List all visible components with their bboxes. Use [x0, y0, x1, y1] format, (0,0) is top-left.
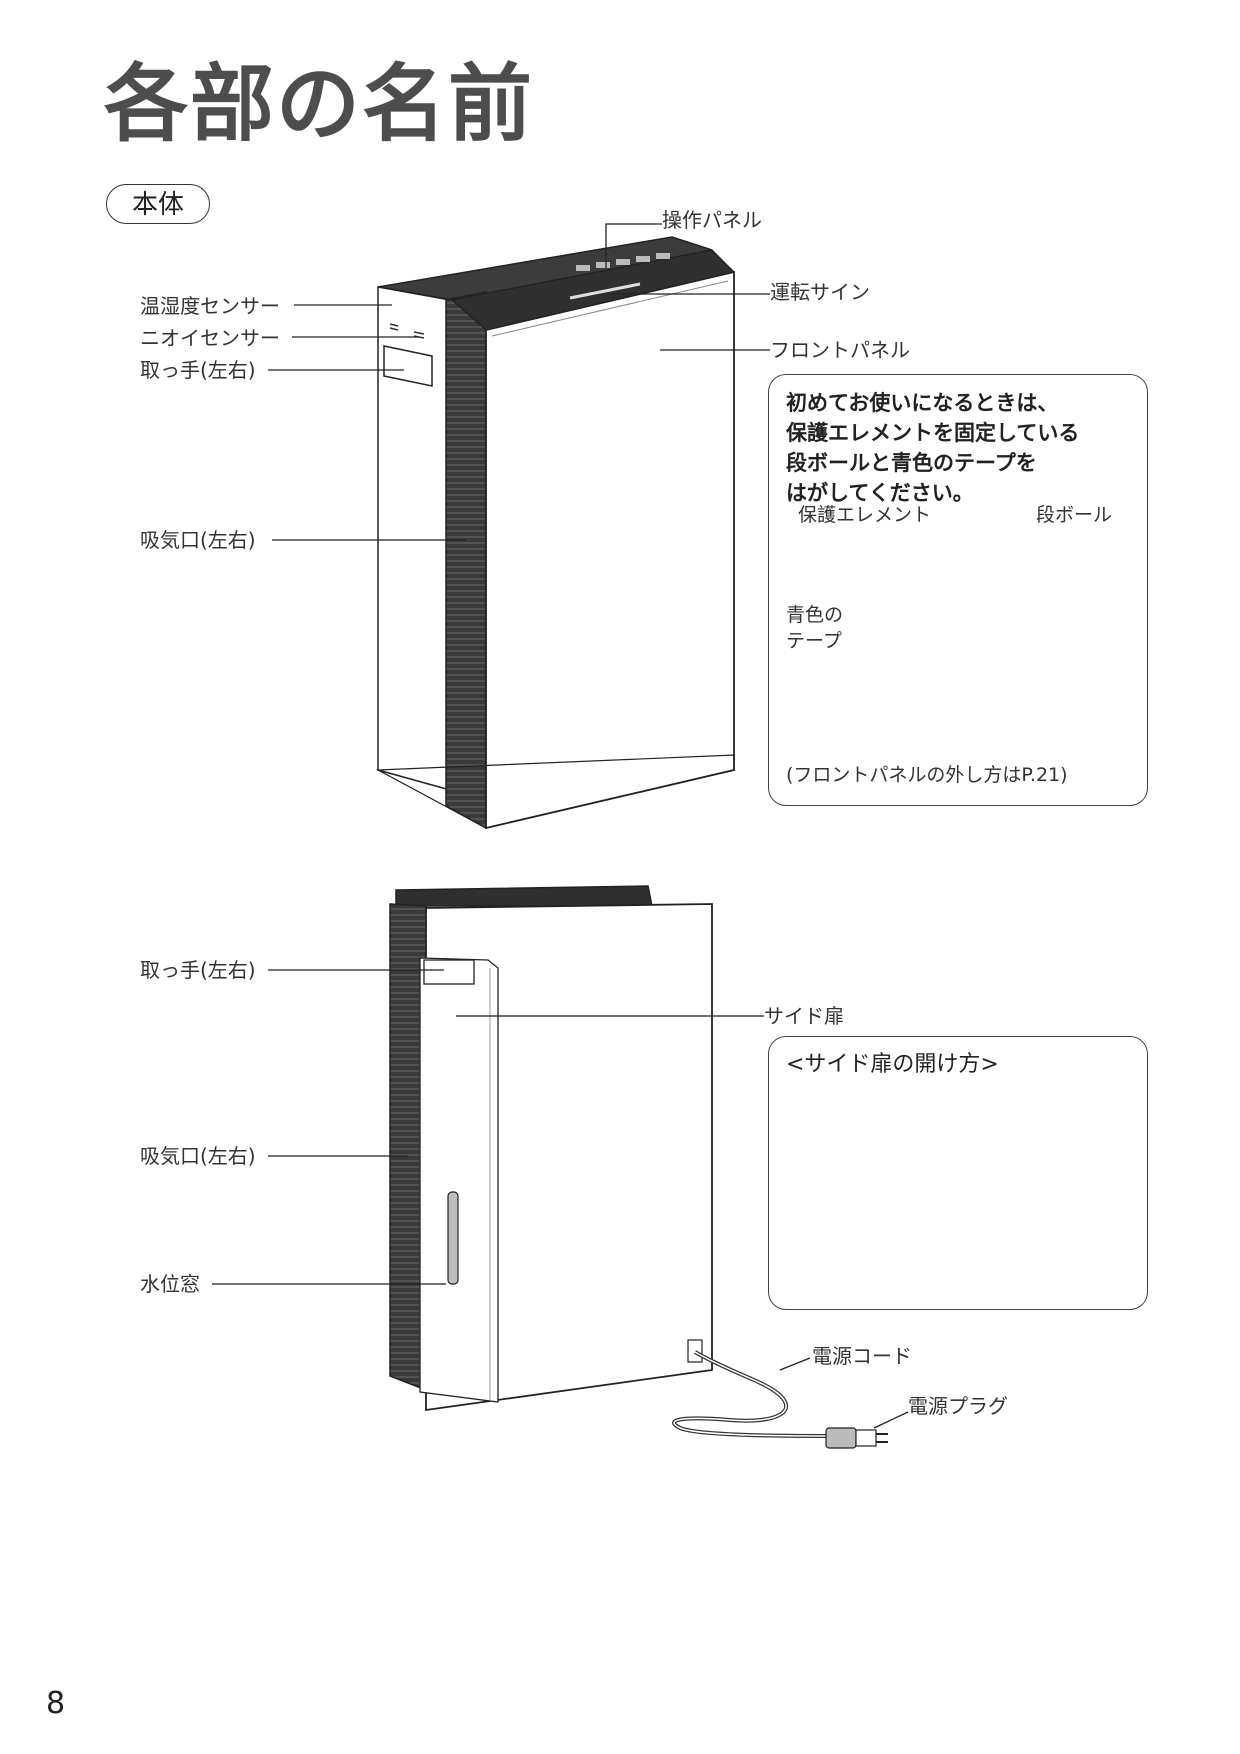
- first-use-note-text: 初めてお使いになるときは、 保護エレメントを固定している 段ボールと青色のテープ…: [786, 388, 1079, 508]
- note-line: はがしてください。: [786, 481, 974, 505]
- label-cardboard: 段ボール: [1036, 504, 1113, 526]
- label-power-plug: 電源プラグ: [908, 1394, 1008, 1418]
- label-protective-element: 保護エレメント: [798, 504, 932, 526]
- label-side-door: サイド扉: [764, 1004, 844, 1028]
- label-back-handle: 取っ手(左右): [140, 958, 256, 982]
- section-tag: 本体: [106, 184, 210, 224]
- side-door-note: [768, 1036, 1148, 1310]
- label-front-air-intake: 吸気口(左右): [140, 528, 256, 552]
- label-front-panel: フロントパネル: [770, 338, 910, 362]
- label-blue-tape-1: 青色の: [786, 604, 844, 626]
- front-leader-lines: [268, 223, 770, 541]
- back-unit-drawing: [389, 885, 888, 1449]
- label-control-panel: 操作パネル: [662, 208, 762, 232]
- front-panel-reference: (フロントパネルの外し方はP.21): [786, 764, 1068, 786]
- side-door-note-title: <サイド扉の開け方>: [786, 1052, 999, 1077]
- label-blue-tape-2: テープ: [786, 630, 842, 652]
- first-use-note: [768, 374, 1148, 806]
- page-title: 各部の名前: [104, 55, 535, 153]
- back-leader-lines: [212, 969, 909, 1429]
- label-temp-humidity-sensor: 温湿度センサー: [140, 294, 280, 318]
- label-water-window: 水位窓: [140, 1272, 200, 1296]
- label-back-air-intake: 吸気口(左右): [140, 1144, 256, 1168]
- label-operation-sign: 運転サイン: [770, 280, 870, 304]
- label-power-cord: 電源コード: [812, 1344, 912, 1368]
- note-line: 保護エレメントを固定している: [786, 421, 1080, 445]
- page-number: 8: [46, 1686, 66, 1721]
- label-front-handle: 取っ手(左右): [140, 358, 256, 382]
- label-odor-sensor: ニオイセンサー: [140, 326, 280, 350]
- note-line: 初めてお使いになるときは、: [786, 391, 1059, 415]
- note-line: 段ボールと青色のテープを: [786, 451, 1037, 475]
- front-unit-drawing: [375, 236, 736, 830]
